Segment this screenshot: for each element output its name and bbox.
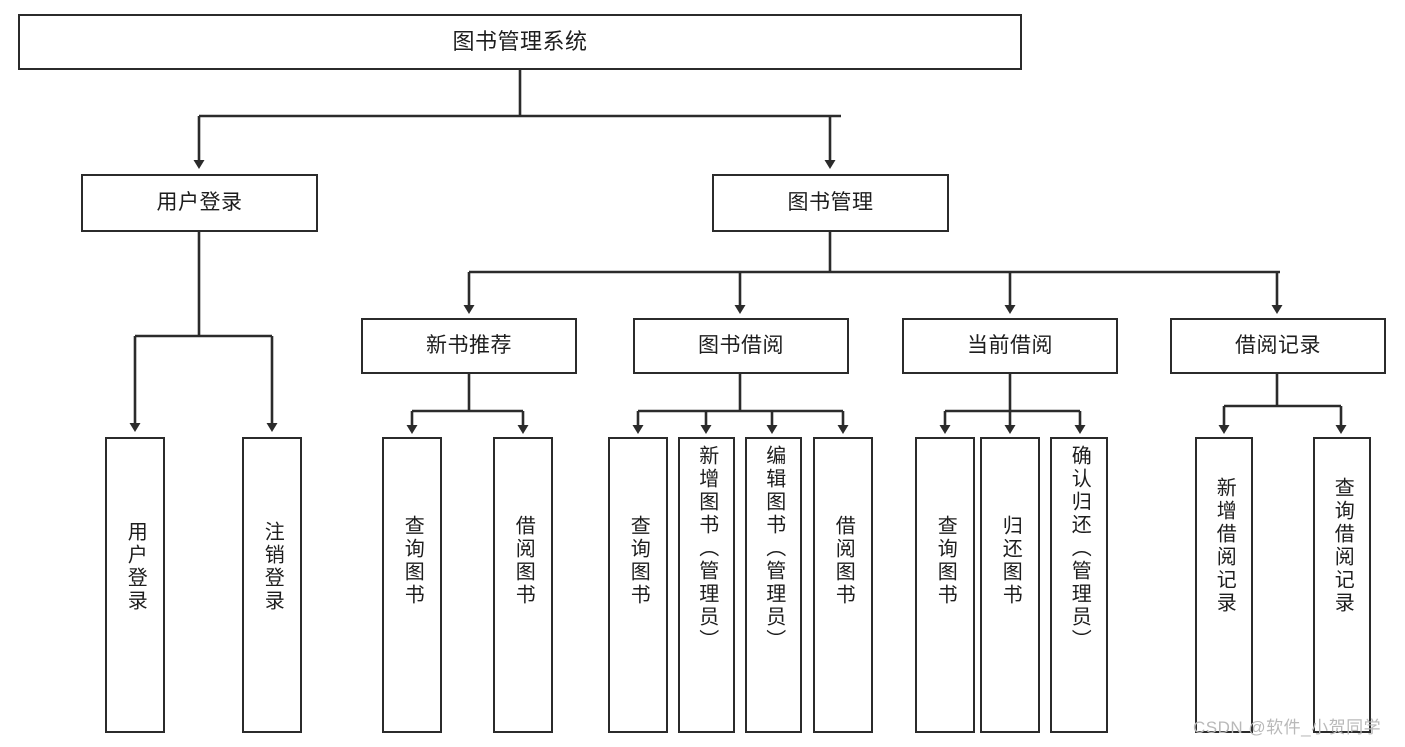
node-leaf-edit-book-admin[interactable]: 编辑图书（管理员） [745,437,802,733]
node-label: 归还图书 [999,515,1022,607]
node-label: 新书推荐 [426,333,512,357]
node-leaf-borrow-book-borrow[interactable]: 借阅图书 [813,437,873,733]
node-label: 查询图书 [401,515,424,607]
node-leaf-query-book-current[interactable]: 查询图书 [915,437,975,733]
node-root-system[interactable]: 图书管理系统 [18,14,1022,70]
node-label: 图书管理系统 [452,29,588,55]
node-label: 借阅记录 [1235,333,1321,357]
node-label: 查询图书 [627,515,650,607]
node-new-book-recommend[interactable]: 新书推荐 [361,318,577,374]
node-label: 图书管理 [787,190,874,214]
node-label: 编辑图书（管理员） [762,445,785,652]
node-label: 借阅图书 [832,515,855,607]
node-leaf-user-login[interactable]: 用户登录 [105,437,165,733]
node-leaf-confirm-return-admin[interactable]: 确认归还（管理员） [1050,437,1108,733]
node-label: 借阅图书 [512,515,535,607]
node-label: 确认归还（管理员） [1068,445,1091,652]
node-leaf-add-book-admin[interactable]: 新增图书（管理员） [678,437,735,733]
node-leaf-query-borrow-record[interactable]: 查询借阅记录 [1313,437,1371,733]
node-label: 图书借阅 [698,333,784,357]
node-leaf-return-book[interactable]: 归还图书 [980,437,1040,733]
node-label: 新增图书（管理员） [695,445,718,652]
node-borrow-record[interactable]: 借阅记录 [1170,318,1386,374]
watermark-text: CSDN @软件_小贺同学 [1193,718,1382,737]
node-leaf-query-book-recommend[interactable]: 查询图书 [382,437,442,733]
node-label: 当前借阅 [967,333,1053,357]
node-leaf-query-book-borrow[interactable]: 查询图书 [608,437,668,733]
node-book-manage[interactable]: 图书管理 [712,174,949,232]
node-leaf-user-logout[interactable]: 注销登录 [242,437,302,733]
node-leaf-add-borrow-record[interactable]: 新增借阅记录 [1195,437,1253,733]
node-label: 新增借阅记录 [1213,477,1236,615]
node-leaf-borrow-book-recommend[interactable]: 借阅图书 [493,437,553,733]
node-label: 查询借阅记录 [1331,477,1354,615]
node-label: 用户登录 [124,521,147,613]
node-current-borrow[interactable]: 当前借阅 [902,318,1118,374]
node-label: 用户登录 [156,190,243,214]
node-label: 查询图书 [934,515,957,607]
node-user-login[interactable]: 用户登录 [81,174,318,232]
node-book-borrow[interactable]: 图书借阅 [633,318,849,374]
node-label: 注销登录 [261,521,284,613]
